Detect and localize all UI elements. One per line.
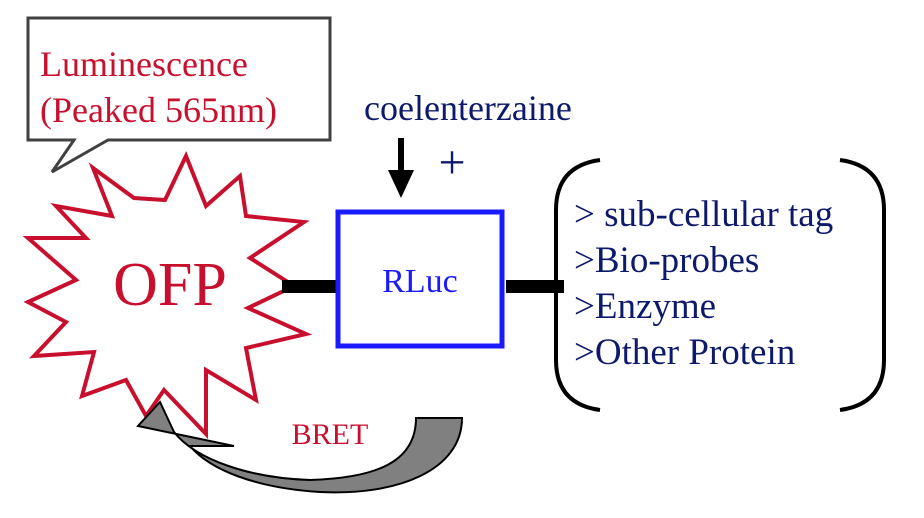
right-bracket (839, 158, 886, 412)
fusion-item-bio-probes: >Bio-probes (574, 240, 759, 281)
luminescence-callout-box (26, 16, 332, 174)
rluc-box (335, 209, 505, 349)
ofp-starburst (22, 151, 313, 439)
linker-ofp-rluc (282, 280, 338, 293)
linker-rluc-bracket (506, 280, 564, 293)
fusion-item-enzyme: >Enzyme (574, 286, 716, 327)
coelenterzaine-label: coelenterzaine (364, 88, 572, 128)
rluc-label: RLuc (382, 263, 458, 300)
fusion-item-subcellular-tag: > sub-cellular tag (574, 194, 833, 235)
callout-line-2: (Peaked 565nm) (40, 90, 277, 130)
substrate-arrow-head (388, 170, 414, 198)
left-bracket (554, 158, 601, 412)
fusion-item-other-protein: >Other Protein (574, 332, 795, 373)
plus-sign: + (438, 136, 465, 189)
bret-curved-arrow (136, 400, 464, 494)
bret-label: BRET (292, 418, 369, 451)
ofp-label: OFP (113, 251, 227, 319)
callout-line-1: Luminescence (40, 44, 248, 84)
substrate-arrow-shaft (398, 138, 404, 176)
